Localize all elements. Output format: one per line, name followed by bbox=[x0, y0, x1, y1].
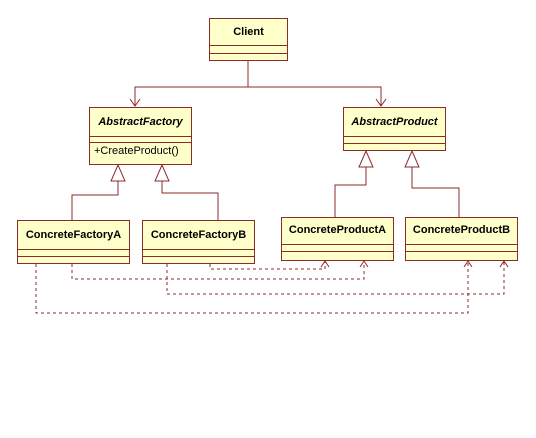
class-divider bbox=[90, 142, 191, 143]
class-abstract-factory[interactable]: AbstractFactory +CreateProduct() bbox=[89, 107, 192, 165]
class-divider bbox=[344, 143, 445, 144]
association-arrowhead-abstractfactory bbox=[129, 98, 141, 107]
dependency-arrowhead-3 bbox=[499, 260, 509, 268]
class-concrete-factory-a[interactable]: ConcreteFactoryA bbox=[17, 220, 130, 264]
class-abstract-factory-name: AbstractFactory bbox=[98, 116, 183, 128]
class-divider bbox=[18, 256, 129, 257]
class-concrete-factory-a-name: ConcreteFactoryA bbox=[25, 229, 122, 241]
class-divider bbox=[143, 249, 254, 250]
class-divider bbox=[90, 136, 191, 137]
dependency-arrowhead-1 bbox=[320, 260, 330, 268]
dependency-concretefactoryb-concreteproductb bbox=[166, 262, 505, 295]
class-divider bbox=[18, 249, 129, 250]
generalization-concretefactoryb bbox=[161, 181, 219, 220]
dependency-concretefactorya-concreteproducta bbox=[71, 262, 365, 280]
generalization-triangle-concreteproducta bbox=[358, 149, 374, 168]
association-arrowhead-abstractproduct bbox=[375, 98, 387, 107]
class-abstract-product-name: AbstractProduct bbox=[351, 116, 438, 128]
dependency-concretefactorya-concreteproductb bbox=[35, 262, 469, 314]
class-concrete-product-b[interactable]: ConcreteProductB bbox=[405, 217, 518, 261]
generalization-triangle-concretefactoryb bbox=[154, 163, 170, 182]
class-concrete-factory-b-name: ConcreteFactoryB bbox=[150, 229, 247, 241]
class-divider bbox=[282, 244, 393, 245]
association-client-abstractfactory bbox=[134, 61, 249, 106]
class-divider bbox=[210, 53, 287, 54]
generalization-concreteproducta bbox=[334, 167, 367, 217]
class-abstract-product[interactable]: AbstractProduct bbox=[343, 107, 446, 151]
dependency-arrowhead-4 bbox=[463, 260, 473, 268]
class-client-name: Client bbox=[233, 26, 264, 38]
association-client-abstractproduct bbox=[248, 86, 382, 106]
class-divider bbox=[406, 251, 517, 252]
class-client[interactable]: Client bbox=[209, 18, 288, 61]
dependency-concretefactoryb-concreteproducta bbox=[209, 262, 326, 270]
generalization-concretefactorya bbox=[71, 181, 119, 220]
class-concrete-factory-b[interactable]: ConcreteFactoryB bbox=[142, 220, 255, 264]
class-concrete-product-b-name: ConcreteProductB bbox=[412, 224, 511, 236]
class-divider bbox=[143, 256, 254, 257]
class-divider bbox=[344, 136, 445, 137]
generalization-concreteproductb bbox=[411, 167, 460, 217]
generalization-triangle-concreteproductb bbox=[404, 149, 420, 168]
operation-create-product: +CreateProduct() bbox=[94, 145, 179, 157]
class-divider bbox=[282, 251, 393, 252]
class-concrete-product-a-name: ConcreteProductA bbox=[288, 224, 387, 236]
class-divider bbox=[406, 244, 517, 245]
generalization-triangle-concretefactorya bbox=[110, 163, 126, 182]
class-divider bbox=[210, 45, 287, 46]
class-concrete-product-a[interactable]: ConcreteProductA bbox=[281, 217, 394, 261]
dependency-arrowhead-2 bbox=[359, 260, 369, 268]
